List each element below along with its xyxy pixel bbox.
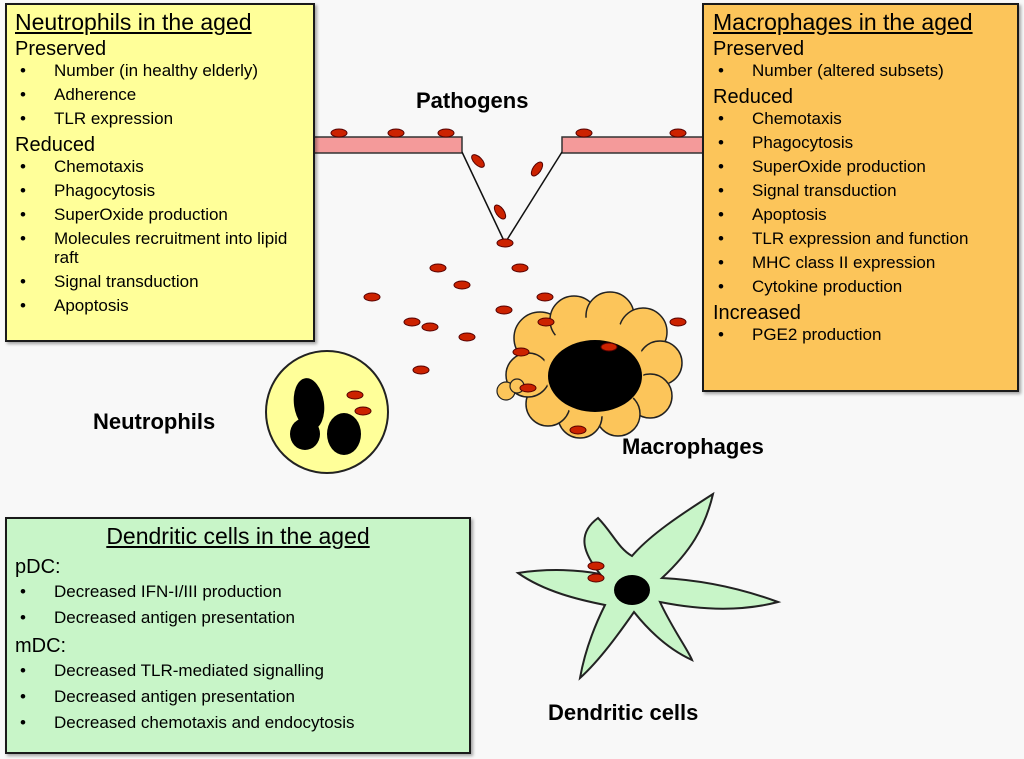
pathogen bbox=[537, 317, 555, 327]
tissue-barrier bbox=[312, 136, 705, 244]
pathogen bbox=[587, 573, 605, 583]
preserved-list: Number (in healthy elderly) Adherence TL… bbox=[15, 61, 305, 128]
breach-line-right bbox=[504, 151, 563, 244]
pathogen bbox=[575, 128, 593, 138]
pathogen bbox=[511, 263, 529, 273]
list-item: Apoptosis bbox=[15, 296, 305, 315]
list-item: Molecules recruitment into lipid raft bbox=[15, 229, 305, 267]
list-item: Signal transduction bbox=[713, 181, 1008, 200]
pathogen bbox=[437, 128, 455, 138]
neutrophil-nucleus-lobe bbox=[327, 413, 361, 455]
reduced-heading: Reduced bbox=[15, 134, 96, 156]
breach-line-left bbox=[461, 151, 506, 244]
list-item: Decreased TLR-mediated signalling bbox=[15, 661, 461, 680]
list-item: Phagocytosis bbox=[713, 133, 1008, 152]
pathogens bbox=[330, 128, 687, 583]
increased-heading: Increased bbox=[713, 302, 801, 324]
dendritic-cells-label: Dendritic cells bbox=[548, 700, 699, 725]
list-item: Number (altered subsets) bbox=[713, 61, 1008, 80]
increased-list: PGE2 production bbox=[713, 325, 1008, 344]
list-item: Chemotaxis bbox=[713, 109, 1008, 128]
dendritic-cells-box: Dendritic cells in the aged pDC: Decreas… bbox=[5, 517, 471, 754]
preserved-list: Number (altered subsets) bbox=[713, 61, 1008, 80]
pdc-heading: pDC: bbox=[15, 556, 61, 578]
neutrophils-box-title: Neutrophils in the aged bbox=[15, 9, 252, 35]
list-item: Cytokine production bbox=[713, 277, 1008, 296]
pathogen bbox=[569, 425, 587, 435]
macrophages-box-title: Macrophages in the aged bbox=[713, 9, 973, 35]
pathogen bbox=[530, 161, 544, 177]
pathogen bbox=[536, 292, 554, 302]
macrophage-nucleus bbox=[548, 340, 642, 412]
pathogen bbox=[493, 204, 507, 220]
macrophage-cell bbox=[496, 291, 683, 439]
pathogen bbox=[330, 128, 348, 138]
preserved-heading: Preserved bbox=[15, 38, 107, 60]
pathogen bbox=[387, 128, 405, 138]
list-item: SuperOxide production bbox=[713, 157, 1008, 176]
list-item: TLR expression and function bbox=[713, 229, 1008, 248]
list-item: SuperOxide production bbox=[15, 205, 305, 224]
preserved-heading: Preserved bbox=[713, 38, 805, 60]
pathogen bbox=[496, 238, 514, 248]
list-item: Decreased IFN-I/III production bbox=[15, 582, 461, 601]
reduced-list: Chemotaxis Phagocytosis SuperOxide produ… bbox=[713, 109, 1008, 296]
mdc-heading: mDC: bbox=[15, 635, 67, 657]
pathogen bbox=[512, 347, 530, 357]
pathogen bbox=[453, 280, 471, 290]
barrier-left bbox=[312, 136, 463, 154]
list-item: Apoptosis bbox=[713, 205, 1008, 224]
pathogen bbox=[363, 292, 381, 302]
pathogen bbox=[600, 342, 618, 352]
list-item: Chemotaxis bbox=[15, 157, 305, 176]
macrophages-box: Macrophages in the aged Preserved Number… bbox=[702, 3, 1019, 392]
pathogen bbox=[421, 322, 439, 332]
neutrophil-nucleus-lobe bbox=[290, 418, 320, 450]
neutrophils-box: Neutrophils in the aged Preserved Number… bbox=[5, 3, 315, 342]
pathogen bbox=[403, 317, 421, 327]
list-item: Adherence bbox=[15, 85, 305, 104]
pathogen bbox=[429, 263, 447, 273]
dendritic-cell bbox=[515, 491, 782, 681]
pathogens-label: Pathogens bbox=[416, 88, 529, 113]
list-item: Signal transduction bbox=[15, 272, 305, 291]
list-item: MHC class II expression bbox=[713, 253, 1008, 272]
pathogen bbox=[669, 317, 687, 327]
pathogen bbox=[495, 305, 513, 315]
reduced-list: Chemotaxis Phagocytosis SuperOxide produ… bbox=[15, 157, 305, 315]
pathogen bbox=[587, 561, 605, 571]
neutrophil-cell bbox=[265, 350, 389, 474]
list-item: Decreased chemotaxis and endocytosis bbox=[15, 713, 461, 732]
pathogen bbox=[354, 406, 372, 416]
pathogen bbox=[346, 390, 364, 400]
barrier-right bbox=[561, 136, 705, 154]
neutrophil-nucleus-lobe bbox=[293, 378, 325, 430]
reduced-heading: Reduced bbox=[713, 86, 794, 108]
dendritic-nucleus bbox=[614, 575, 650, 605]
list-item: Decreased antigen presentation bbox=[15, 687, 461, 706]
pdc-list: Decreased IFN-I/III production Decreased… bbox=[15, 582, 461, 627]
list-item: Phagocytosis bbox=[15, 181, 305, 200]
dendritic-box-title: Dendritic cells in the aged bbox=[106, 523, 370, 549]
list-item: Decreased antigen presentation bbox=[15, 608, 461, 627]
pathogen bbox=[412, 365, 430, 375]
pathogen bbox=[471, 154, 485, 168]
list-item: PGE2 production bbox=[713, 325, 1008, 344]
macrophages-label: Macrophages bbox=[622, 434, 764, 459]
list-item: Number (in healthy elderly) bbox=[15, 61, 305, 80]
neutrophils-label: Neutrophils bbox=[93, 409, 216, 434]
mdc-list: Decreased TLR-mediated signalling Decrea… bbox=[15, 661, 461, 732]
pathogen bbox=[669, 128, 687, 138]
pathogen bbox=[519, 383, 537, 393]
pathogen bbox=[458, 332, 476, 342]
list-item: TLR expression bbox=[15, 109, 305, 128]
